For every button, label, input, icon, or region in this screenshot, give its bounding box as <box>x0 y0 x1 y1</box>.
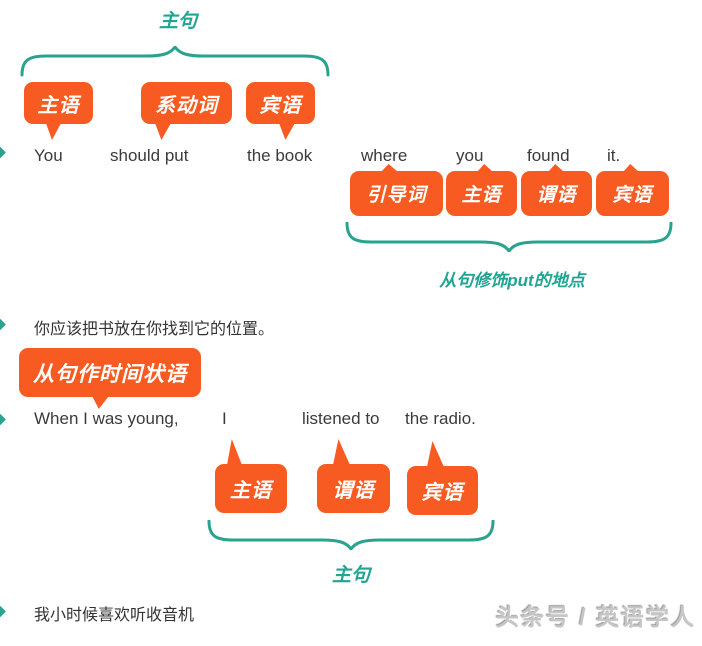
brace-main-clause-bottom <box>207 520 495 550</box>
bubble-tail-down-icon <box>155 123 171 140</box>
brace-clause <box>345 222 673 252</box>
label-bubble-conjunction: 引导词 <box>350 164 443 216</box>
clause-description-label: 从句修饰put的地点 <box>439 271 585 290</box>
sentence1-word: you <box>456 146 484 165</box>
label-bubble-main-predicate: 谓语 <box>317 439 390 513</box>
bubble-tail-up-icon <box>477 164 493 172</box>
bubble-text: 系动词 <box>155 94 218 117</box>
sentence1-word: found <box>527 146 570 165</box>
bubble-tail-down-icon <box>92 396 109 409</box>
bubble-text: 主语 <box>37 94 80 117</box>
bubble-text: 宾语 <box>421 482 464 504</box>
bubble-tail-up-icon <box>333 439 350 465</box>
bubble-tail-up-icon <box>548 164 564 172</box>
sentence2-word: listened to <box>302 409 380 428</box>
bubble-text: 宾语 <box>259 94 302 117</box>
diamond-bullet-icon <box>0 605 6 618</box>
label-bubble-clause-predicate: 谓语 <box>521 164 592 216</box>
diamond-bullet-icon <box>0 318 6 331</box>
bubble-text: 谓语 <box>332 480 375 502</box>
bubble-tail-up-icon <box>227 439 242 465</box>
label-bubble-object: 宾语 <box>246 82 315 140</box>
bubble-text: 引导词 <box>366 185 427 206</box>
bubble-tail-up-icon <box>427 441 444 467</box>
label-bubble-main-subject: 主语 <box>215 439 287 513</box>
sentence2-translation: 我小时候喜欢听收音机 <box>34 607 195 624</box>
sentence1-word: You <box>34 146 63 165</box>
sentence1-word: it. <box>607 146 621 165</box>
sentence1-translation: 你应该把书放在你找到它的位置。 <box>34 321 275 338</box>
main-clause-top-label: 主句 <box>158 11 197 32</box>
label-bubble-adverbial-clause: 从句作时间状语 <box>19 348 201 409</box>
watermark-text: 头条号 / 英语学人 <box>495 604 696 630</box>
brace-main-clause-top <box>20 46 330 77</box>
sentence2-word: When I was young, <box>34 409 179 428</box>
sentence2-word: I <box>222 409 227 428</box>
bubble-text: 主语 <box>230 480 272 502</box>
label-bubble-clause-object: 宾语 <box>596 164 669 216</box>
label-bubble-main-object: 宾语 <box>407 441 478 515</box>
bubble-tail-down-icon <box>45 123 62 140</box>
label-bubble-clause-subject: 主语 <box>446 164 517 216</box>
sentence1-word: should put <box>110 146 189 165</box>
diamond-bullet-icon <box>0 413 6 426</box>
bubble-text: 从句作时间状语 <box>33 362 187 386</box>
sentence2-word: the radio. <box>405 409 476 428</box>
label-bubble-linking-verb: 系动词 <box>141 82 232 140</box>
main-clause-bottom-label: 主句 <box>331 565 370 586</box>
sentence1-word: the book <box>247 146 313 165</box>
bubble-tail-up-icon <box>381 164 398 172</box>
diamond-bullet-icon <box>0 146 6 159</box>
bubble-tail-up-icon <box>623 164 639 172</box>
bubble-text: 谓语 <box>536 185 577 206</box>
sentence1-word: where <box>361 146 408 165</box>
bubble-text: 宾语 <box>612 185 653 206</box>
bubble-tail-down-icon <box>279 123 295 140</box>
bubble-text: 主语 <box>461 185 502 206</box>
label-bubble-subject: 主语 <box>24 82 93 140</box>
